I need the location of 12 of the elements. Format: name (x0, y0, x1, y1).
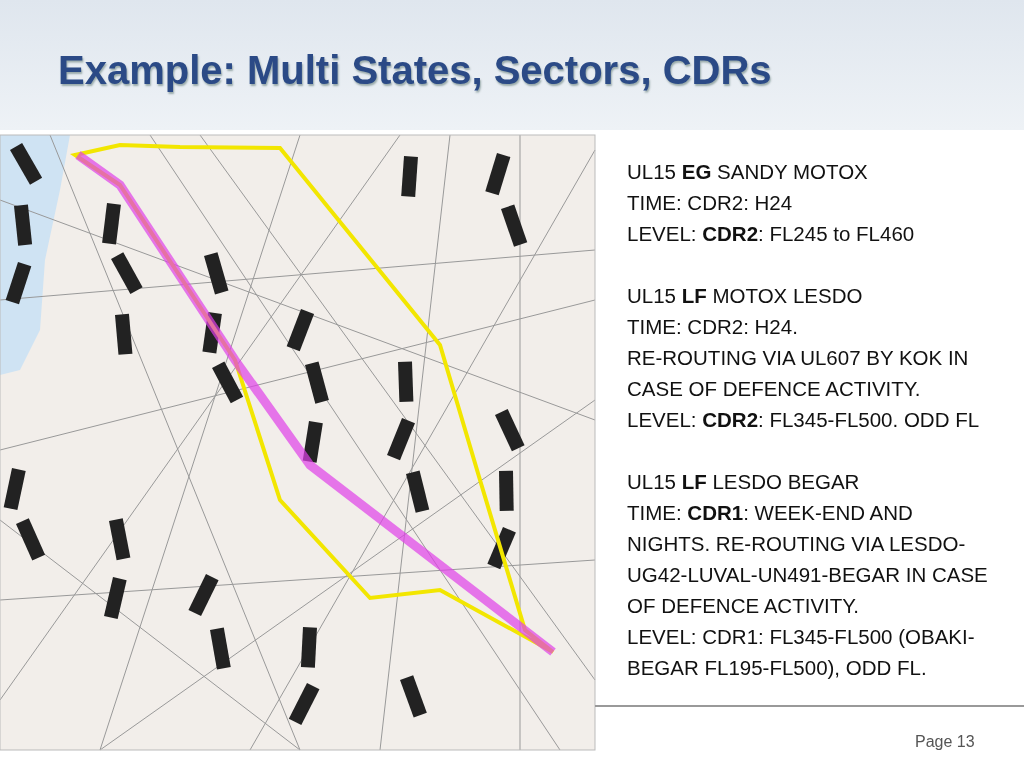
time-line: TIME: CDR2: H24 (627, 190, 794, 216)
time-line: TIME: CDR1: WEEK-END AND NIGHTS. RE-ROUTING VIA LESDO-UG42-LUVAL-UN491-BEGAR IN CASE OF DEFENCE ACTIVITY. (627, 500, 989, 619)
level-line: LEVEL: CDR2: FL345-FL500. ODD FL (627, 407, 981, 433)
route-heading: UL15 LF MOTOX LESDO (627, 283, 864, 309)
route-heading: UL15 LF LESDO BEGAR (627, 469, 861, 495)
page-number: Page 13 (915, 732, 976, 752)
time-line: TIME: CDR2: H24. (627, 314, 799, 340)
level-line: LEVEL: CDR1: FL345-FL500 (OBAKI-BEGAR FL195-FL500), ODD FL. (627, 624, 976, 681)
note-text: RE-ROUTING VIA UL607 BY KOK IN CASE OF DEFENCE ACTIVITY. (627, 345, 970, 402)
route-heading: UL15 EG SANDY MOTOX (627, 159, 869, 185)
slide-title: Example: Multi States, Sectors, CDRs (58, 48, 772, 93)
level-line: LEVEL: CDR2: FL245 to FL460 (627, 221, 916, 247)
